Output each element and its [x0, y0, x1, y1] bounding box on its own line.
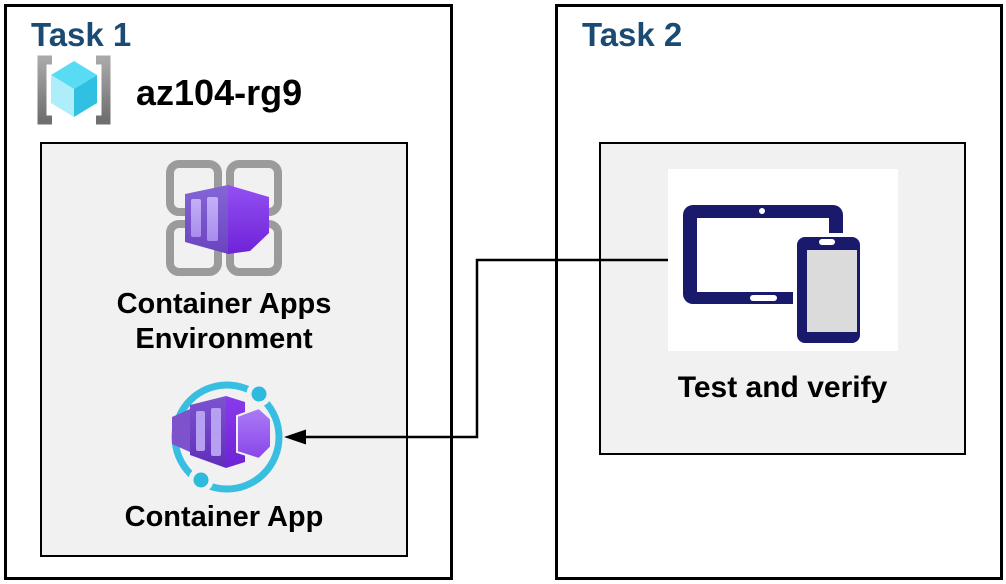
resource-group-name: az104-rg9 — [136, 72, 303, 113]
container-app-icon — [163, 375, 290, 501]
container-apps-environment-label: Container Apps Environment — [40, 287, 408, 357]
test-and-verify-label: Test and verify — [677, 371, 888, 404]
container-apps-environment-icon — [160, 156, 288, 282]
container-apps-environment-label-line1: Container Apps — [116, 288, 332, 320]
task2-title: Task 2 — [582, 16, 683, 53]
devices-icon — [668, 169, 898, 351]
container-apps-environment-label-line2: Environment — [135, 323, 313, 355]
resource-group-icon — [30, 53, 118, 127]
container-app-label: Container App — [124, 501, 324, 533]
task1-title: Task 1 — [31, 16, 132, 53]
